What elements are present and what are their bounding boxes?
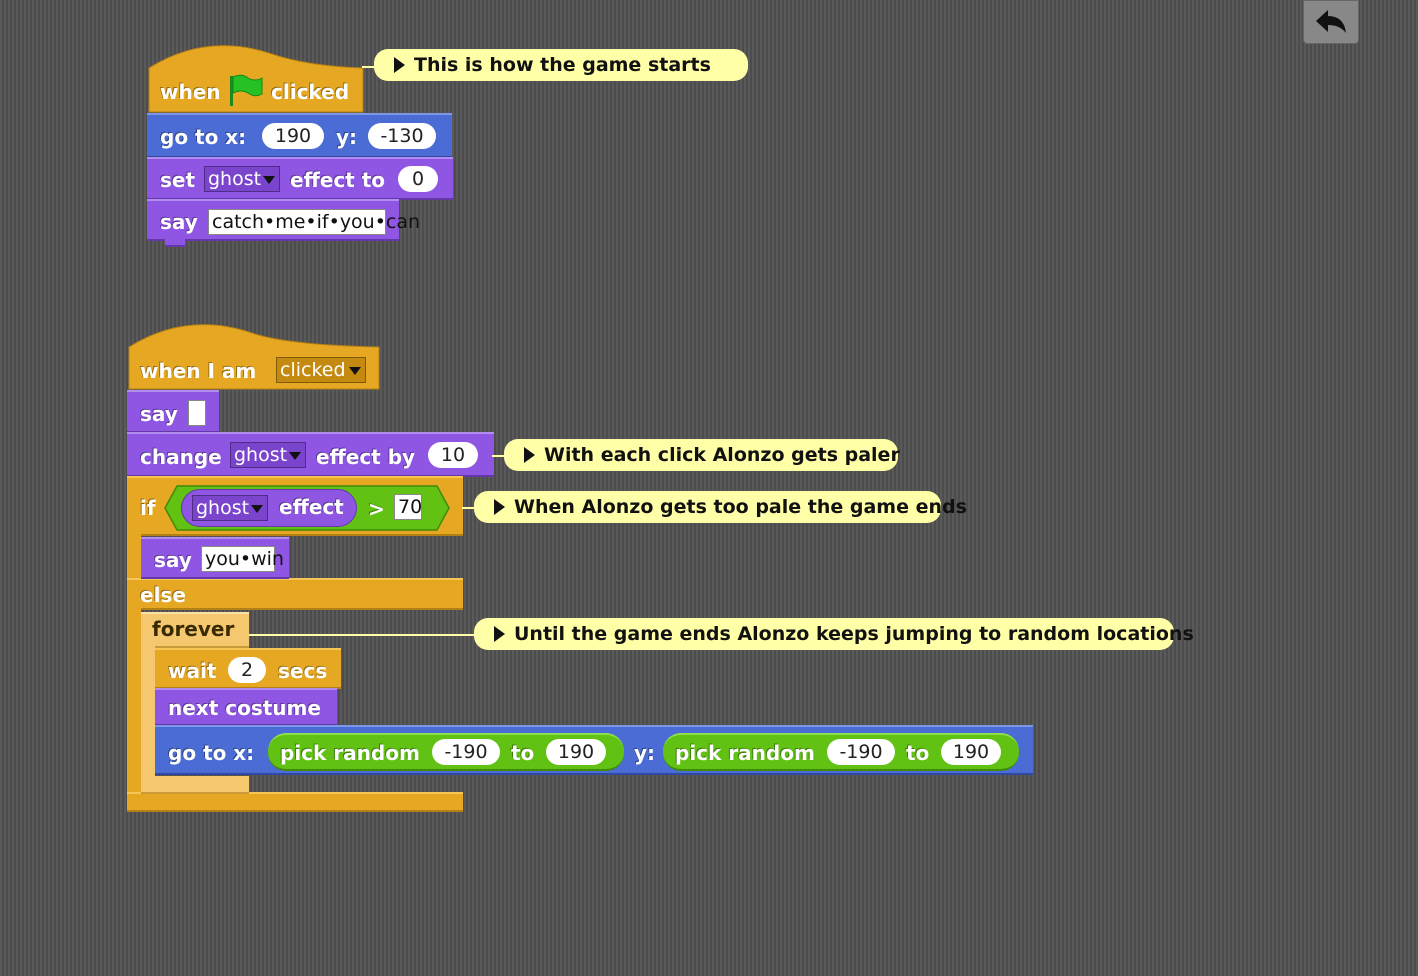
- go-to-y-label: y:: [336, 125, 358, 149]
- go-to-y-input[interactable]: -130: [368, 123, 436, 149]
- wait-value[interactable]: 2: [228, 657, 266, 683]
- collapse-triangle-icon[interactable]: [394, 57, 405, 73]
- comment-game-ends[interactable]: When Alonzo gets too pale the game ends: [474, 491, 967, 523]
- cond-op-label: >: [368, 497, 385, 521]
- comment-2-text: With each click Alonzo gets paler: [544, 444, 900, 466]
- pick2-label: pick random: [675, 741, 815, 765]
- say-empty-input[interactable]: [188, 400, 206, 426]
- hat-when-i-am-label: when I am: [140, 359, 257, 383]
- hat-clicked-label: clicked: [271, 80, 350, 104]
- change-effect-value[interactable]: 10: [428, 442, 478, 468]
- if-label: if: [140, 496, 156, 520]
- hat-clicked-dropdown[interactable]: clicked: [276, 357, 366, 383]
- cond-effect-dropdown[interactable]: ghost: [192, 495, 268, 521]
- green-flag-icon: [230, 74, 263, 106]
- set-effect-value[interactable]: 0: [398, 166, 438, 192]
- wait-secs-label: secs: [278, 659, 328, 683]
- change-effect-dropdown[interactable]: ghost: [230, 442, 306, 468]
- pick1-label: pick random: [280, 741, 420, 765]
- collapse-triangle-icon[interactable]: [494, 626, 505, 642]
- comment-4-connector: [249, 634, 476, 636]
- forever-block[interactable]: [141, 612, 249, 648]
- comment-1-text: This is how the game starts: [414, 54, 711, 76]
- say-text-input[interactable]: catch•me•if•you•can: [208, 209, 420, 235]
- comment-1-connector: [362, 66, 376, 68]
- pick2-from-input[interactable]: -190: [827, 739, 895, 765]
- comment-random-locations[interactable]: Until the game ends Alonzo keeps jumping…: [474, 618, 1194, 650]
- comment-2-connector: [492, 455, 506, 457]
- hat-when-label: when: [160, 80, 221, 104]
- say-label: say: [160, 210, 198, 234]
- change-label: change: [140, 445, 222, 469]
- pick1-from-input[interactable]: -190: [432, 739, 500, 765]
- set-effect-to-label: effect to: [290, 168, 386, 192]
- pick2-to-label: to: [906, 741, 930, 765]
- undo-arrow-icon: [1316, 10, 1346, 33]
- collapse-triangle-icon[interactable]: [524, 447, 535, 463]
- comment-3-text: When Alonzo gets too pale the game ends: [514, 496, 967, 518]
- forever-label: forever: [152, 617, 235, 641]
- wait-label: wait: [168, 659, 217, 683]
- pick1-to-input[interactable]: 190: [546, 739, 606, 765]
- comment-game-starts[interactable]: This is how the game starts: [374, 49, 748, 81]
- go-to-x-input[interactable]: 190: [262, 123, 324, 149]
- cond-value-input[interactable]: 70: [394, 494, 422, 520]
- undo-button[interactable]: [1303, 0, 1359, 44]
- set-label: set: [160, 168, 196, 192]
- set-effect-dropdown[interactable]: ghost: [204, 166, 280, 192]
- say-win-label: say: [154, 548, 192, 572]
- go-to-random-x-label: go to x:: [168, 741, 255, 765]
- comment-paler[interactable]: With each click Alonzo gets paler: [504, 439, 900, 471]
- say-empty-label: say: [140, 402, 178, 426]
- comment-4-text: Until the game ends Alonzo keeps jumping…: [514, 623, 1194, 645]
- pick2-to-input[interactable]: 190: [941, 739, 1001, 765]
- next-costume-label: next costume: [168, 696, 321, 720]
- change-effect-by-label: effect by: [316, 445, 416, 469]
- else-label: else: [140, 583, 186, 607]
- pick1-to-label: to: [511, 741, 535, 765]
- cond-effect-label: effect: [279, 495, 344, 519]
- say-win-input[interactable]: you•win: [201, 546, 284, 572]
- go-to-random-y-label: y:: [634, 741, 656, 765]
- collapse-triangle-icon[interactable]: [494, 499, 505, 515]
- when-flag-clicked-hat[interactable]: [147, 42, 365, 114]
- comment-3-connector: [462, 507, 476, 509]
- go-to-x-label: go to x:: [160, 125, 247, 149]
